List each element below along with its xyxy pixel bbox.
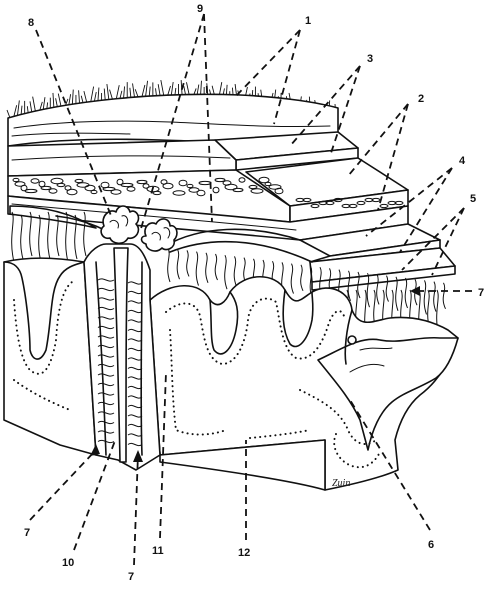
longitudinal-fissure <box>84 244 160 470</box>
label-12: 12 <box>238 547 250 559</box>
label-5: 5 <box>470 193 476 205</box>
label-8: 8 <box>28 17 34 29</box>
label-7-right: 7 <box>478 287 484 299</box>
artist-signature: Zuin <box>332 478 350 489</box>
label-4: 4 <box>459 155 466 167</box>
label-3: 3 <box>367 53 373 65</box>
label-1: 1 <box>305 15 311 27</box>
label-7-bottom-left: 7 <box>24 527 30 539</box>
label-2: 2 <box>418 93 424 105</box>
label-10: 10 <box>62 557 74 569</box>
label-9: 9 <box>197 3 203 15</box>
leader-7-bottom-left <box>30 452 94 520</box>
leader-1a <box>236 30 300 96</box>
label-6: 6 <box>428 539 434 551</box>
label-7-bottom-center: 7 <box>128 571 134 583</box>
label-11: 11 <box>152 545 164 557</box>
